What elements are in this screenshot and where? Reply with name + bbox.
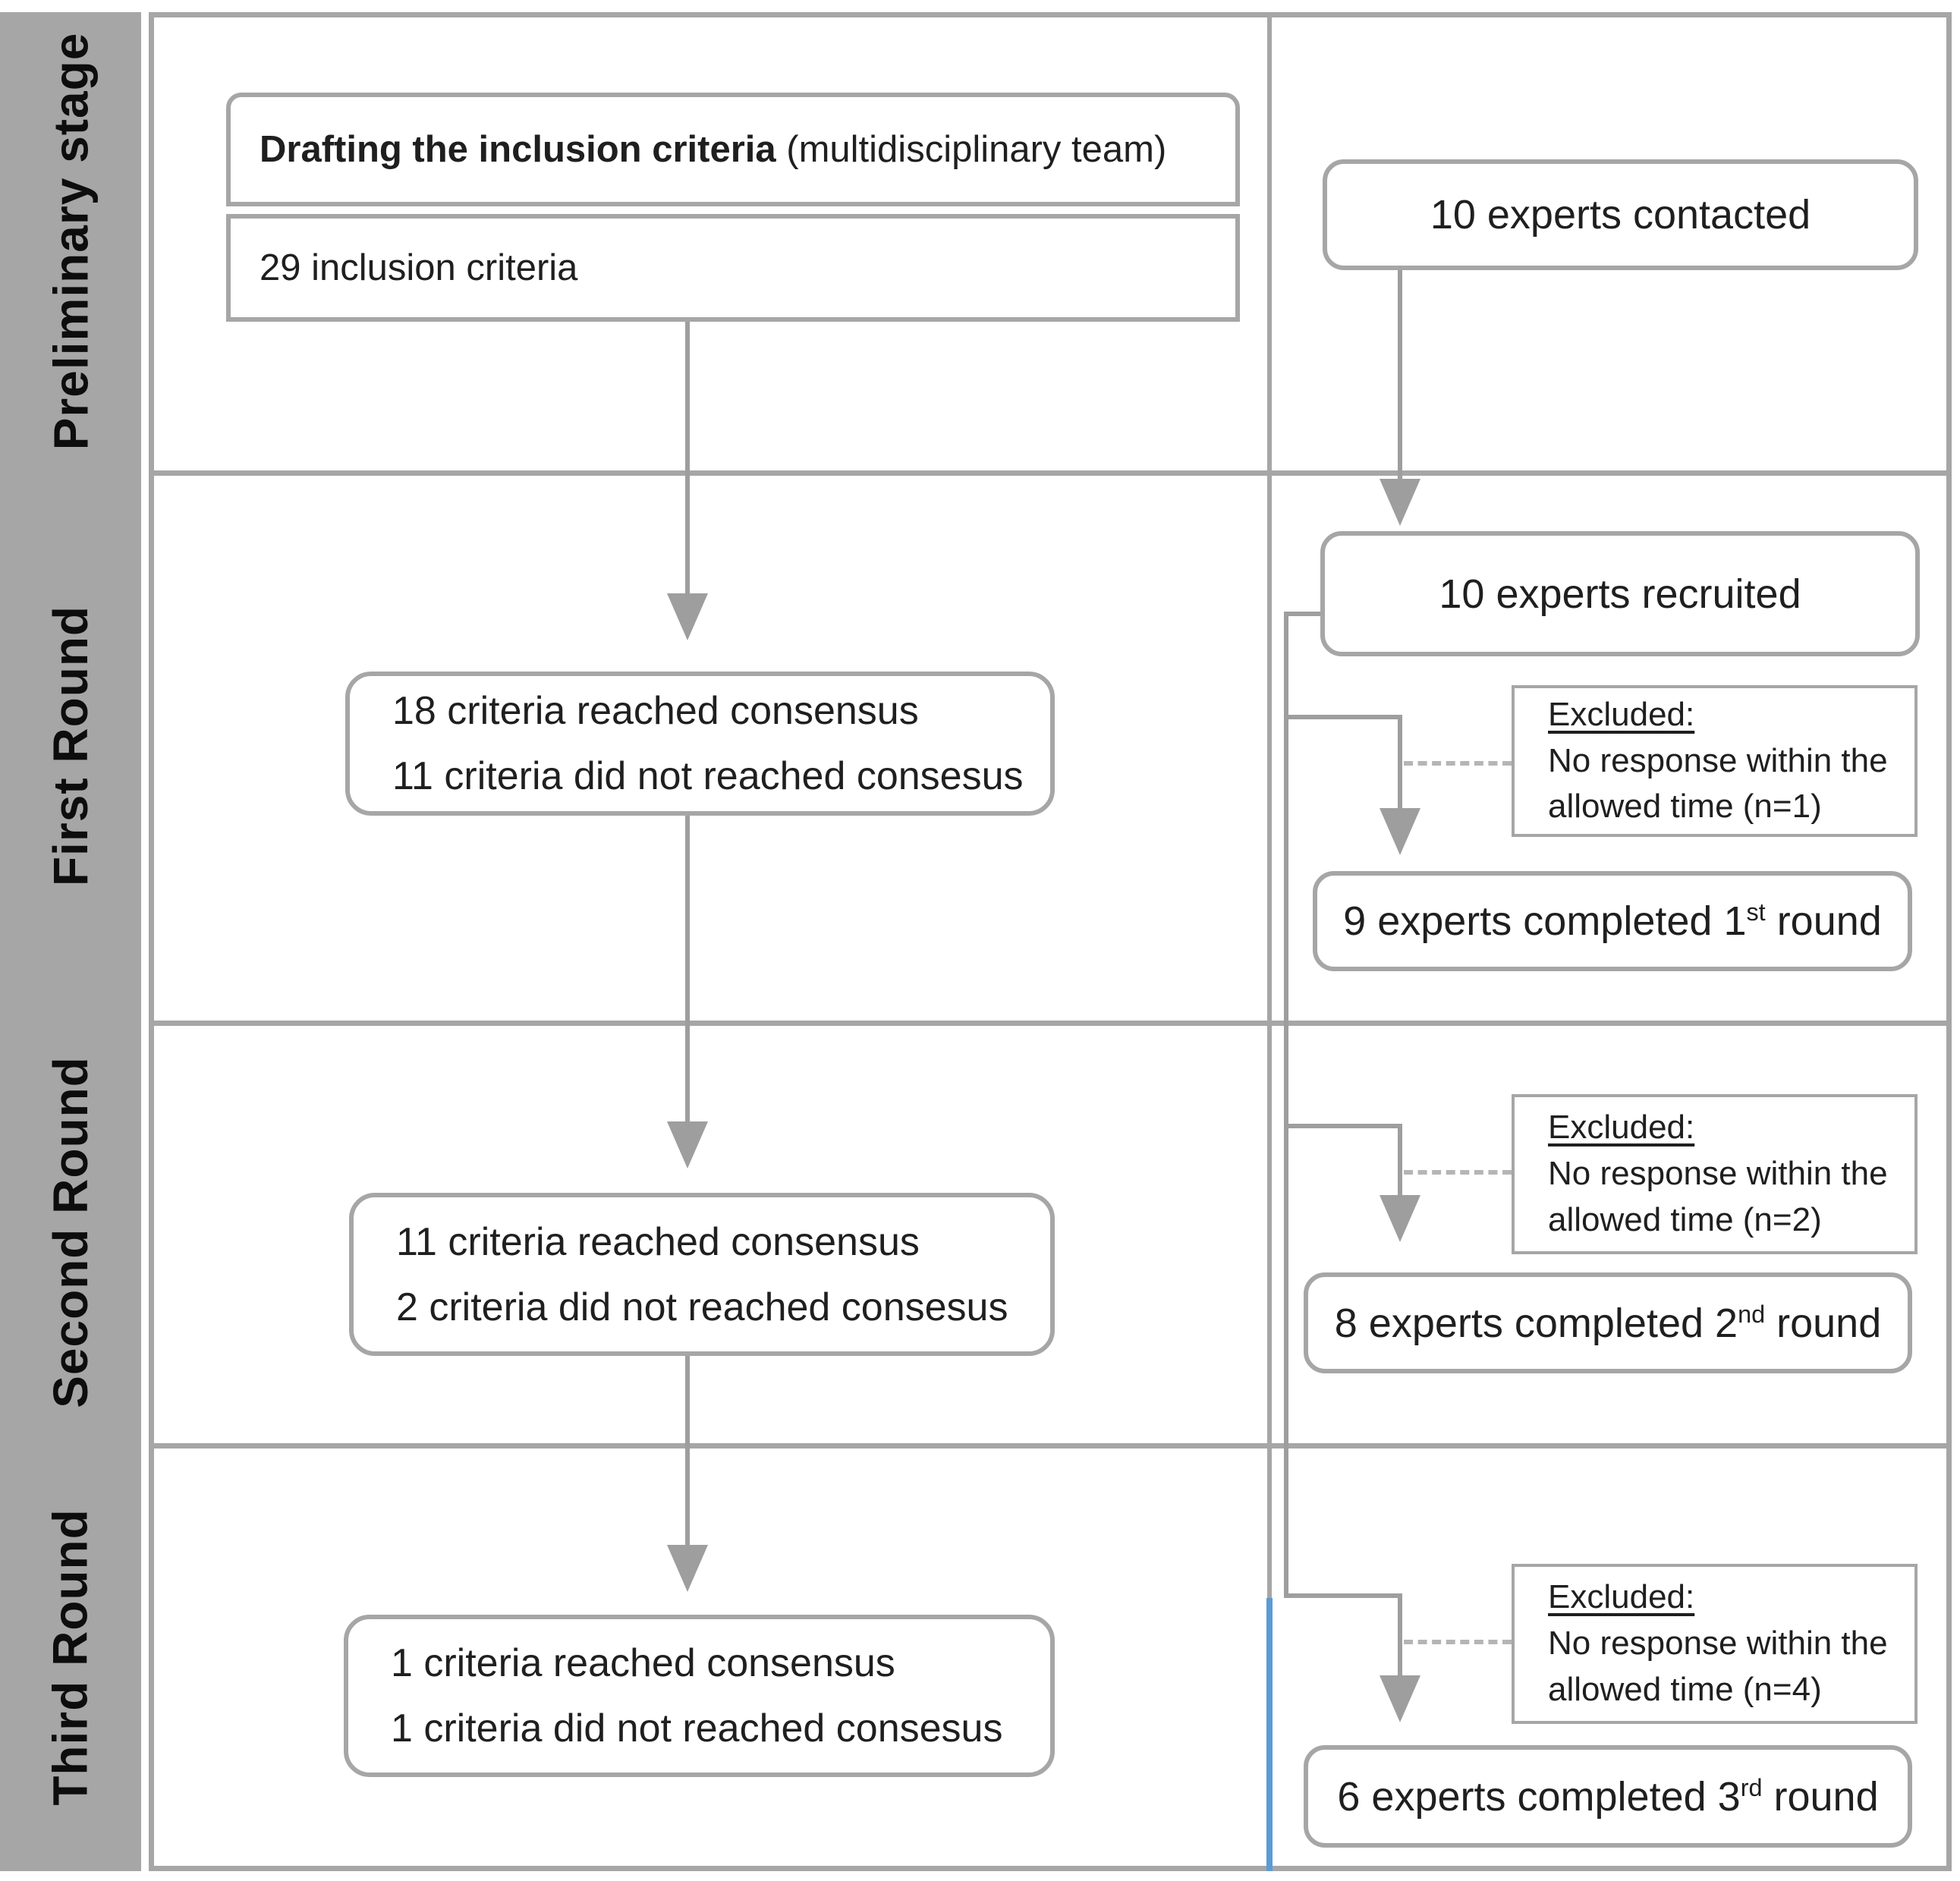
- arrowhead-down-icon: [667, 1121, 708, 1169]
- completed1-label: 9 experts completed 1st round: [1343, 898, 1882, 944]
- stage-label-preliminary: Preliminary stage: [43, 32, 98, 451]
- stage-label-second-round: Second Round: [43, 1055, 98, 1408]
- experts-recruited-label: 10 experts recruited: [1439, 571, 1801, 617]
- arrowhead-down-icon: [1380, 479, 1420, 526]
- completed3-box: 6 experts completed 3rd round: [1304, 1745, 1912, 1848]
- arrow-line-to-completed2: [1398, 1124, 1402, 1197]
- row-divider-3: [149, 1443, 1952, 1448]
- excluded3-title: Excluded:: [1548, 1578, 1695, 1616]
- dashed-link-excluded2: [1404, 1170, 1512, 1175]
- round3-result-box: 1 criteria reached consensus 1 criteria …: [344, 1615, 1055, 1777]
- arrowhead-down-icon: [667, 593, 708, 640]
- trunk-line: [1284, 612, 1288, 1598]
- round3-line2: 1 criteria did not reached consesus: [391, 1706, 1003, 1750]
- arrowhead-down-icon: [667, 1545, 708, 1592]
- arrow-line-to-completed3: [1398, 1593, 1402, 1677]
- dashed-link-excluded3: [1404, 1640, 1512, 1644]
- stage-sidebar: [0, 12, 141, 1871]
- inclusion-count-label: 29 inclusion criteria: [260, 247, 578, 288]
- arrowhead-down-icon: [1380, 808, 1420, 855]
- column-divider: [1267, 12, 1272, 1871]
- round1-result-box: 18 criteria reached consensus 11 criteri…: [345, 672, 1055, 816]
- arrow-line-drafting-to-round1: [685, 322, 690, 595]
- excluded1-line1: No response within the: [1548, 741, 1888, 779]
- round2-line1: 11 criteria reached consensus: [396, 1219, 920, 1264]
- elbow-round2: [1284, 1124, 1400, 1128]
- row-divider-2: [149, 1021, 1952, 1026]
- round2-result-box: 11 criteria reached consensus 2 criteria…: [349, 1193, 1055, 1356]
- round1-line2: 11 criteria did not reached consesus: [392, 754, 1024, 798]
- experts-contacted-label: 10 experts contacted: [1430, 192, 1811, 237]
- excluded1-box: Excluded: No response within the allowed…: [1512, 685, 1918, 837]
- round2-line2: 2 criteria did not reached consesus: [396, 1285, 1008, 1329]
- stage-label-first-round: First Round: [43, 605, 98, 886]
- excluded1-title: Excluded:: [1548, 695, 1695, 733]
- excluded2-line2: allowed time (n=2): [1548, 1200, 1822, 1238]
- completed1-box: 9 experts completed 1st round: [1313, 871, 1912, 971]
- stage-label-third-round: Third Round: [43, 1508, 98, 1806]
- completed3-label: 6 experts completed 3rd round: [1337, 1773, 1879, 1820]
- arrow-line-round1-to-round2: [685, 816, 690, 1123]
- excluded3-box: Excluded: No response within the allowed…: [1512, 1564, 1918, 1724]
- blue-accent-line: [1266, 1598, 1273, 1871]
- arrow-line-contacted-to-recruited: [1398, 270, 1402, 480]
- experts-recruited-box: 10 experts recruited: [1320, 531, 1920, 656]
- row-divider-1: [149, 470, 1952, 476]
- completed2-box: 8 experts completed 2nd round: [1304, 1272, 1912, 1373]
- arrowhead-down-icon: [1380, 1675, 1420, 1722]
- elbow-round1: [1284, 715, 1400, 719]
- experts-contacted-box: 10 experts contacted: [1323, 159, 1918, 270]
- inclusion-count-box: 29 inclusion criteria: [226, 214, 1240, 322]
- diagram-frame: [149, 12, 1952, 1871]
- excluded3-line2: allowed time (n=4): [1548, 1670, 1822, 1708]
- excluded2-title: Excluded:: [1548, 1109, 1695, 1147]
- excluded2-box: Excluded: No response within the allowed…: [1512, 1094, 1918, 1254]
- round1-line1: 18 criteria reached consensus: [392, 689, 919, 733]
- excluded1-line2: allowed time (n=1): [1548, 788, 1822, 826]
- trunk-bracket-segment: [1284, 612, 1320, 616]
- drafting-criteria-box: Drafting the inclusion criteria (multidi…: [226, 93, 1240, 206]
- drafting-criteria-title: Drafting the inclusion criteria (multidi…: [260, 129, 1167, 170]
- round3-line1: 1 criteria reached consensus: [391, 1641, 895, 1685]
- completed2-label: 8 experts completed 2nd round: [1334, 1300, 1882, 1346]
- excluded3-line1: No response within the: [1548, 1625, 1888, 1662]
- arrowhead-down-icon: [1380, 1195, 1420, 1242]
- arrow-line-to-completed1: [1398, 715, 1402, 810]
- elbow-round3: [1284, 1593, 1400, 1598]
- excluded2-line1: No response within the: [1548, 1155, 1888, 1193]
- arrow-line-round2-to-round3: [685, 1356, 690, 1546]
- dashed-link-excluded1: [1404, 761, 1512, 766]
